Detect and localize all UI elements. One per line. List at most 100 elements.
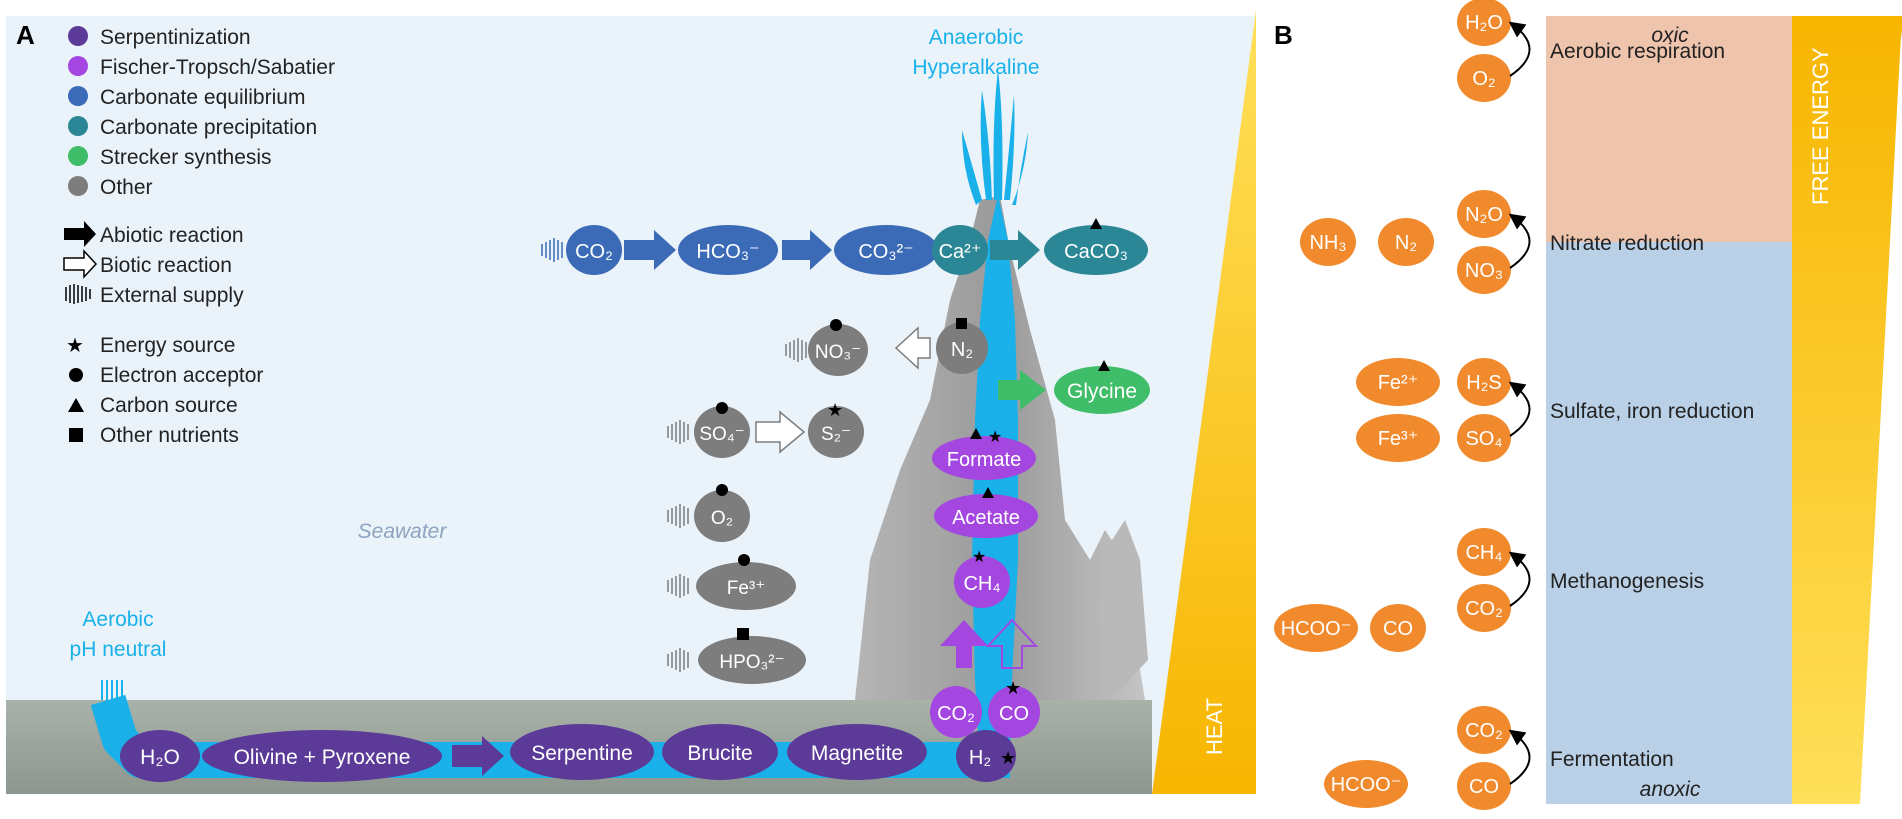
legend-other: Other bbox=[100, 176, 153, 199]
triangle-icon bbox=[68, 398, 84, 412]
h2o-label: H₂O bbox=[140, 746, 180, 769]
aerobic-label: Aerobic bbox=[82, 608, 153, 631]
o2-label: O₂ bbox=[711, 508, 733, 529]
anoxic-zone bbox=[1546, 242, 1792, 804]
legend-swatch-other bbox=[68, 176, 88, 196]
rxn1-left-0-label: NH₃ bbox=[1309, 232, 1346, 254]
legend-swatch-carbonate-equilibrium bbox=[68, 86, 88, 106]
legend-carbonate-precipitation: Carbonate precipitation bbox=[100, 116, 317, 139]
magnetite-node bbox=[787, 724, 927, 780]
co-energy-star-icon: ★ bbox=[1005, 678, 1021, 698]
ft-biotic-up-arrow bbox=[985, 618, 1039, 669]
vent-plume bbox=[962, 70, 1028, 205]
o2-acceptor-icon bbox=[716, 484, 728, 496]
legend-swatch-carbonate-precipitation bbox=[68, 116, 88, 136]
caco3-label: CaCO₃ bbox=[1064, 241, 1128, 263]
so4-label: SO₄⁻ bbox=[699, 424, 744, 445]
legend-electron-acceptor: Electron acceptor bbox=[100, 364, 263, 387]
ft-co2-node bbox=[930, 686, 982, 738]
rxn1-upper-node bbox=[1457, 190, 1511, 238]
h2o-node bbox=[120, 730, 200, 782]
n2-label: N₂ bbox=[951, 339, 973, 361]
brucite-label: Brucite bbox=[687, 742, 752, 765]
legend: Serpentinization Fischer-Tropsch/Sabatie… bbox=[63, 26, 335, 447]
no3-external-supply-icon bbox=[785, 338, 807, 362]
rxn4-left-0-label: HCOO⁻ bbox=[1331, 774, 1402, 796]
strecker-group: Glycine bbox=[998, 360, 1150, 414]
rxn1-left-0-node bbox=[1300, 218, 1356, 266]
rxn1-upper-label: N₂O bbox=[1465, 204, 1503, 226]
rxn2-upper-node bbox=[1457, 358, 1511, 406]
fe3-acceptor-icon bbox=[738, 554, 750, 566]
glycine-label: Glycine bbox=[1067, 380, 1137, 403]
formate-label: Formate bbox=[947, 449, 1021, 471]
rxn3-left-1-node bbox=[1370, 604, 1426, 652]
hyperalkaline-label: Hyperalkaline bbox=[912, 56, 1039, 79]
no3-acceptor-icon bbox=[830, 319, 842, 331]
legend-swatch-serpentinization bbox=[68, 26, 88, 46]
other-species: N₂ NO₃⁻ SO₄⁻ S₂⁻ ★ O₂ bbox=[667, 318, 988, 684]
hco3-label: HCO₃⁻ bbox=[696, 241, 759, 263]
o2-node bbox=[694, 490, 750, 542]
rxn0-upper-node bbox=[1457, 0, 1511, 46]
legend-biotic: Biotic reaction bbox=[100, 254, 232, 277]
rxn4-lower-label: CO bbox=[1469, 776, 1499, 798]
rxn2-left-0-label: Fe²⁺ bbox=[1378, 372, 1419, 394]
fe3-external-supply-icon bbox=[667, 574, 689, 598]
legend-nutrients: Other nutrients bbox=[100, 424, 239, 447]
legend-abiotic: Abiotic reaction bbox=[100, 224, 244, 247]
rxn2-upper-label: H₂S bbox=[1466, 372, 1502, 394]
ch4-label: CH₄ bbox=[963, 573, 1000, 595]
co3-label: CO₃²⁻ bbox=[858, 241, 913, 263]
star-icon: ★ bbox=[66, 335, 84, 357]
carb-co2-label: CO₂ bbox=[575, 241, 613, 263]
heat-wedge bbox=[1152, 10, 1256, 794]
h2-energy-star-icon: ★ bbox=[1000, 748, 1016, 768]
rxn1-left-1-label: N₂ bbox=[1395, 232, 1417, 254]
rxn3-arrow bbox=[1508, 551, 1531, 607]
s2-node bbox=[808, 406, 864, 458]
serpentinization-row: H₂O Olivine + Pyroxene Serpentine Brucit… bbox=[120, 724, 1016, 782]
biotic-arrow-icon bbox=[63, 249, 98, 279]
strecker-arrow bbox=[998, 370, 1046, 410]
ca-node bbox=[932, 225, 988, 275]
rxn2-left-0-node bbox=[1356, 358, 1440, 406]
legend-swatch-fischer-tropsch bbox=[68, 56, 88, 76]
hco3-node bbox=[678, 225, 778, 275]
h2-label: H₂ bbox=[969, 747, 991, 769]
external-supply-icon bbox=[65, 284, 91, 304]
rxn4-arrow bbox=[1508, 729, 1531, 785]
rxn2-name: Sulfate, iron reduction bbox=[1550, 400, 1754, 423]
free-energy-band bbox=[1792, 16, 1902, 804]
heat-label: HEAT bbox=[1202, 698, 1227, 755]
legend-serpentinization: Serpentinization bbox=[100, 26, 251, 49]
rxn2-arrow bbox=[1508, 381, 1531, 437]
olivine-node bbox=[202, 730, 442, 782]
ph-neutral-label: pH neutral bbox=[70, 638, 167, 661]
free-energy-label: FREE ENERGY bbox=[1808, 47, 1833, 205]
rxn3-lower-label: CO₂ bbox=[1465, 598, 1503, 620]
formate-carbon-icon bbox=[970, 428, 982, 439]
formate-energy-star-icon: ★ bbox=[988, 429, 1002, 446]
n2-biotic-arrow bbox=[894, 326, 931, 370]
rxn4-lower-node bbox=[1457, 762, 1511, 810]
hpo3-external-supply-icon bbox=[667, 648, 689, 672]
ch4-node bbox=[954, 556, 1010, 608]
rxn3-upper-node bbox=[1457, 528, 1511, 576]
carb-arrow-1 bbox=[624, 230, 676, 270]
rxn3-lower-node bbox=[1457, 584, 1511, 632]
anaerobic-label: Anaerobic bbox=[929, 26, 1024, 49]
h2-node bbox=[956, 730, 1016, 782]
s2-label: S₂⁻ bbox=[821, 424, 851, 445]
carb-arrow-2 bbox=[782, 230, 832, 270]
no3-label: NO₃⁻ bbox=[815, 342, 861, 363]
hpo3-nutrient-icon bbox=[737, 628, 749, 640]
rxn4-left-0-node bbox=[1324, 760, 1408, 808]
rxn3-left-0-label: HCOO⁻ bbox=[1281, 618, 1352, 640]
glycine-node bbox=[1054, 366, 1150, 414]
serpentine-node bbox=[510, 724, 654, 780]
glycine-carbon-icon bbox=[1098, 360, 1110, 371]
ft-co-label: CO bbox=[999, 703, 1029, 725]
rxn3-name: Methanogenesis bbox=[1550, 570, 1704, 593]
